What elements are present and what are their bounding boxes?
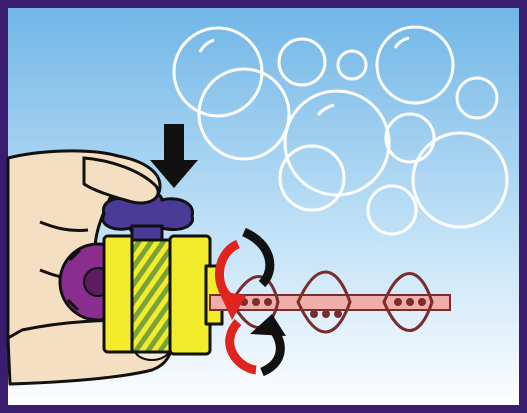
bubble-icon (375, 25, 455, 105)
bubble-icon (455, 76, 499, 120)
rotate-arrow-icon (215, 227, 286, 377)
toy-body (102, 234, 224, 356)
bubble-icon (277, 37, 327, 87)
bubble-icon (336, 49, 368, 81)
bubble-icon (411, 131, 509, 229)
bubble-icon (384, 112, 436, 164)
bubble-icon (366, 184, 418, 236)
press-down-arrow-icon (150, 124, 198, 188)
bubble-icon (278, 144, 346, 212)
bubbles (172, 25, 509, 236)
bubble-icon (197, 67, 291, 161)
bubble-icon (283, 89, 391, 197)
bubble-wand (209, 270, 451, 334)
thumb (82, 156, 160, 205)
